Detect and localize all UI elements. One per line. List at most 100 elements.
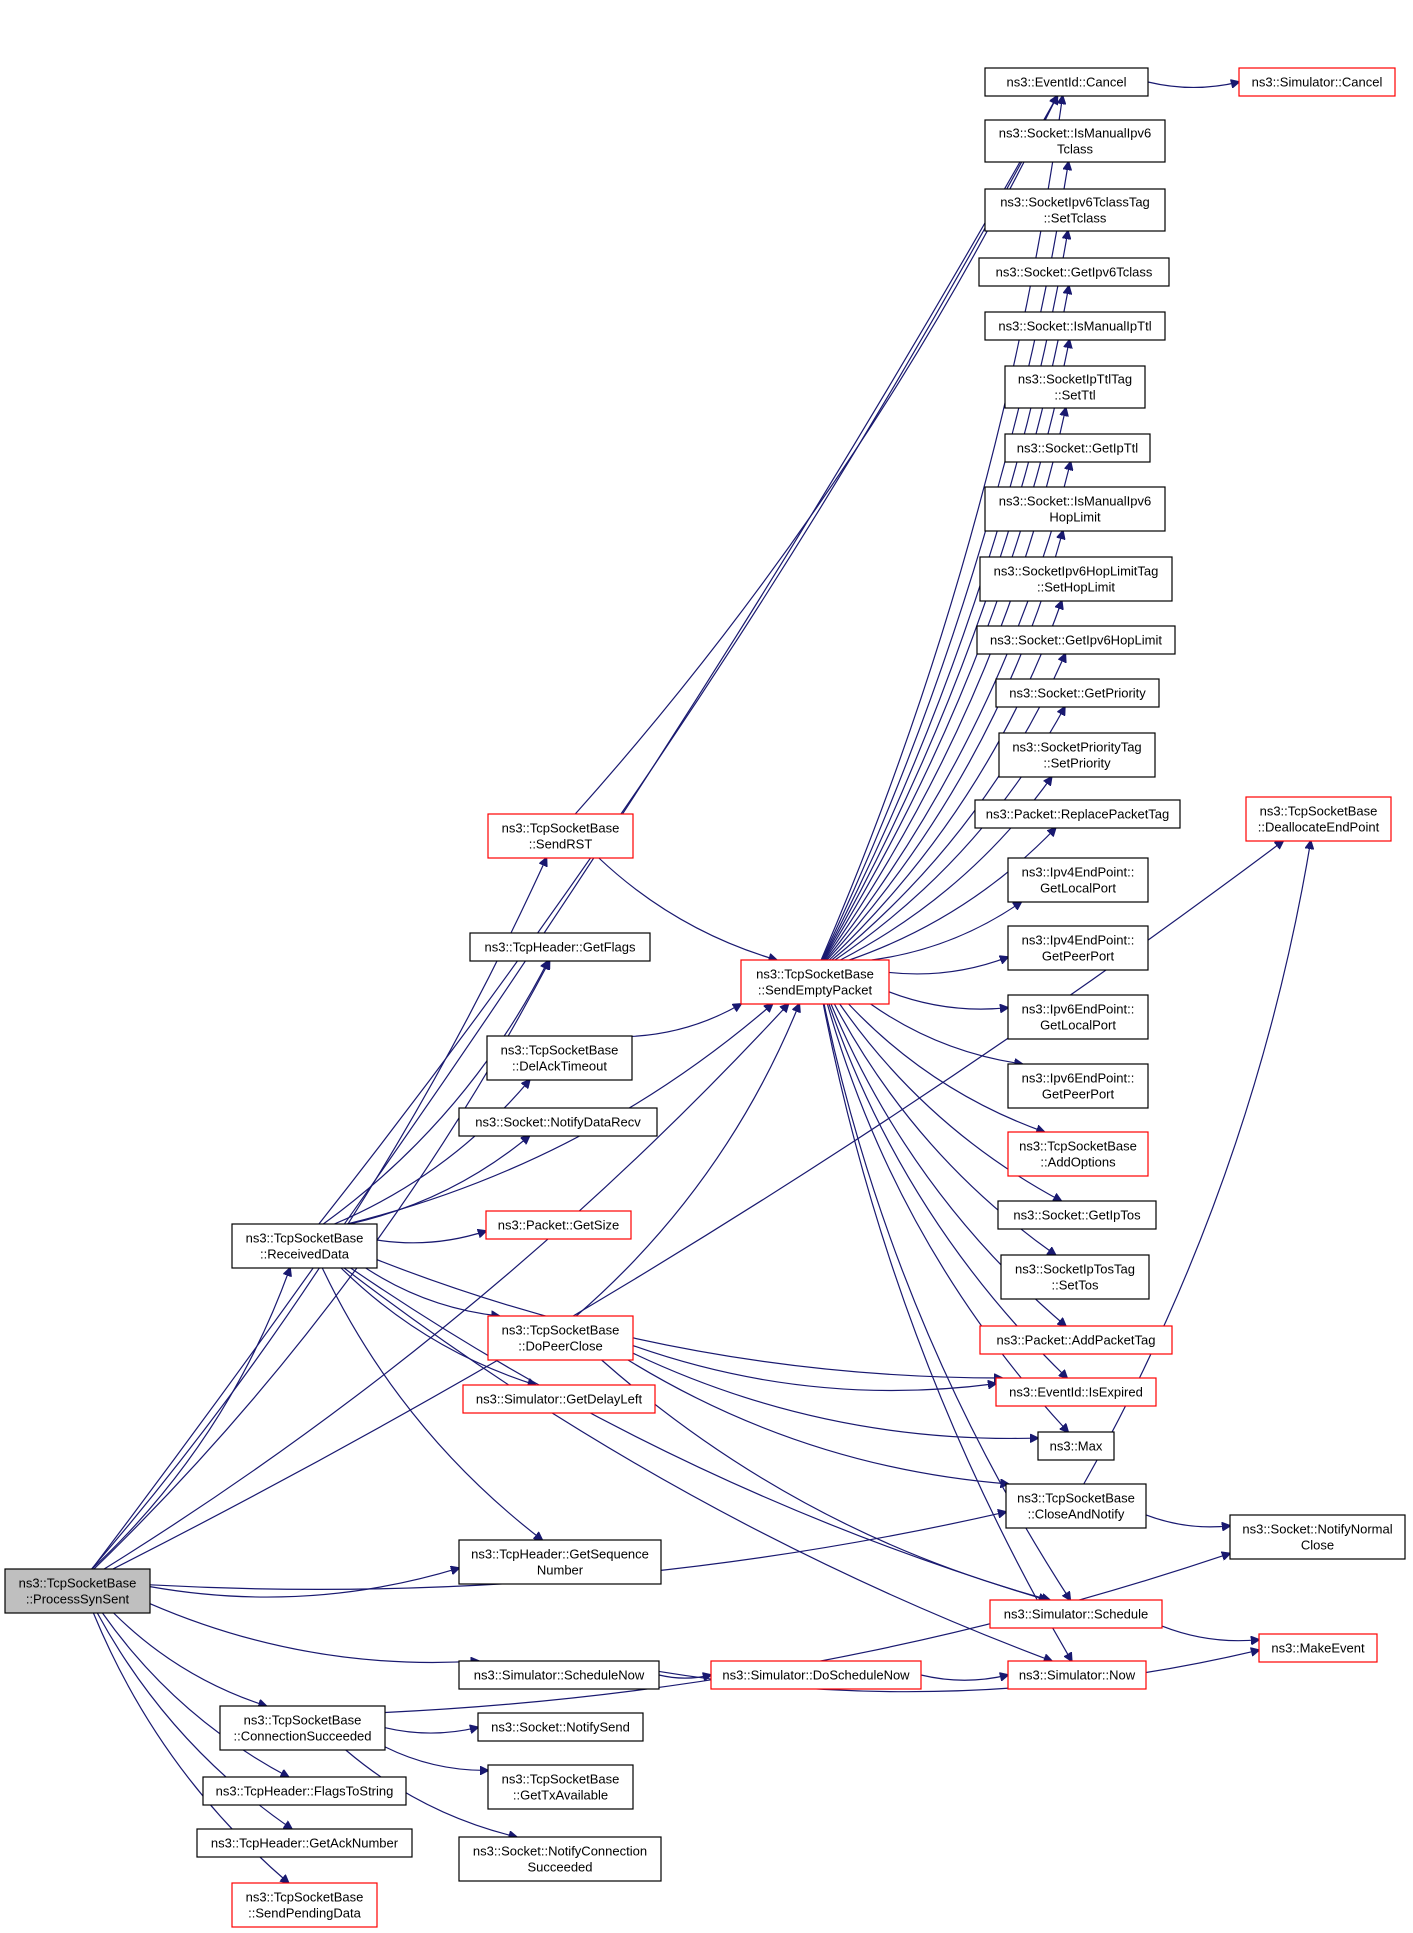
node-notifyRecv[interactable]: ns3::Socket::NotifyDataRecv xyxy=(458,1107,658,1137)
node-setTclass-label-0: ns3::SocketIpv6TclassTag xyxy=(1000,195,1150,210)
edge-root-to-getAck xyxy=(96,1612,292,1829)
node-cancel[interactable]: ns3::EventId::Cancel xyxy=(984,67,1149,97)
edge-receivedData-to-delAck xyxy=(334,1080,529,1225)
node-setTclass-label-1: ::SetTclass xyxy=(1044,211,1107,226)
node-closeNotify[interactable]: ns3::TcpSocketBase::CloseAndNotify xyxy=(1005,1483,1147,1529)
node-isExpired[interactable]: ns3::EventId::IsExpired xyxy=(995,1377,1157,1407)
node-doSchedNow-box xyxy=(710,1660,922,1690)
node-max-box xyxy=(1037,1431,1115,1461)
edge-sendEmpty-to-isExpired xyxy=(828,1003,1067,1378)
node-setPriority[interactable]: ns3::SocketPriorityTag::SetPriority xyxy=(998,732,1156,778)
edge-doSchedNow-to-now xyxy=(920,1675,1008,1680)
node-v4peer[interactable]: ns3::Ipv4EndPoint::GetPeerPort xyxy=(1007,925,1149,971)
node-getDelayLeft[interactable]: ns3::Simulator::GetDelayLeft xyxy=(462,1384,656,1414)
node-getIpTtl-box xyxy=(1004,433,1151,463)
node-getIpTos[interactable]: ns3::Socket::GetIpTos xyxy=(997,1200,1157,1230)
node-getSize-label-0: ns3::Packet::GetSize xyxy=(498,1218,619,1233)
node-getDelayLeft-label-0: ns3::Simulator::GetDelayLeft xyxy=(476,1392,643,1407)
node-notifyNormal-label-0: ns3::Socket::NotifyNormal xyxy=(1242,1522,1392,1537)
node-getAck-box xyxy=(196,1828,413,1858)
node-addOptions[interactable]: ns3::TcpSocketBase::AddOptions xyxy=(1007,1131,1149,1177)
edge-receivedData-to-getDelayLeft xyxy=(340,1267,536,1385)
node-delAck[interactable]: ns3::TcpSocketBase::DelAckTimeout xyxy=(486,1035,633,1081)
node-getTxAvail[interactable]: ns3::TcpSocketBase::GetTxAvailable xyxy=(487,1764,634,1810)
node-closeNotify-label-0: ns3::TcpSocketBase xyxy=(1017,1491,1135,1506)
node-setHopLimit[interactable]: ns3::SocketIpv6HopLimitTag::SetHopLimit xyxy=(979,556,1173,602)
node-receivedData[interactable]: ns3::TcpSocketBase::ReceivedData xyxy=(231,1223,378,1269)
node-setTtl[interactable]: ns3::SocketIpTtlTag::SetTtl xyxy=(1004,365,1146,409)
node-doSchedNow[interactable]: ns3::Simulator::DoScheduleNow xyxy=(710,1660,922,1690)
node-sendRST-label-0: ns3::TcpSocketBase xyxy=(502,821,620,836)
node-setTtl-label-0: ns3::SocketIpTtlTag xyxy=(1018,372,1132,387)
edge-doPeerClose-to-schedule xyxy=(601,1359,1050,1600)
node-getPriority[interactable]: ns3::Socket::GetPriority xyxy=(995,678,1160,708)
node-getIpv6Tc[interactable]: ns3::Socket::GetIpv6Tclass xyxy=(978,257,1170,287)
node-addTag[interactable]: ns3::Packet::AddPacketTag xyxy=(979,1325,1173,1355)
node-dealloc[interactable]: ns3::TcpSocketBase::DeallocateEndPoint xyxy=(1245,796,1392,842)
node-connSucc[interactable]: ns3::TcpSocketBase::ConnectionSucceeded xyxy=(219,1705,386,1751)
node-setTclass[interactable]: ns3::SocketIpv6TclassTag::SetTclass xyxy=(984,188,1166,232)
node-notifySend[interactable]: ns3::Socket::NotifySend xyxy=(477,1712,644,1742)
node-getIpv6HL[interactable]: ns3::Socket::GetIpv6HopLimit xyxy=(976,625,1176,655)
node-getIpv6Tc-box xyxy=(978,257,1170,287)
node-doPeerClose[interactable]: ns3::TcpSocketBase::DoPeerClose xyxy=(487,1315,634,1361)
node-setTtl-box xyxy=(1004,365,1146,409)
node-ismanipttl[interactable]: ns3::Socket::IsManualIpTtl xyxy=(984,311,1166,341)
node-isExpired-label-0: ns3::EventId::IsExpired xyxy=(1009,1385,1143,1400)
node-getPriority-label-0: ns3::Socket::GetPriority xyxy=(1009,686,1146,701)
node-makeEvent[interactable]: ns3::MakeEvent xyxy=(1258,1633,1378,1663)
node-schedule[interactable]: ns3::Simulator::Schedule xyxy=(989,1599,1163,1629)
node-getIpTtl-label-0: ns3::Socket::GetIpTtl xyxy=(1017,441,1138,456)
node-getFlags[interactable]: ns3::TcpHeader::GetFlags xyxy=(469,932,651,962)
edge-doPeerClose-to-isExpired xyxy=(632,1345,996,1392)
node-setTos[interactable]: ns3::SocketIpTosTag::SetTos xyxy=(1000,1254,1150,1300)
node-sendRST[interactable]: ns3::TcpSocketBase::SendRST xyxy=(487,813,634,859)
edge-sendEmpty-to-addOptions xyxy=(848,1003,1045,1132)
node-getDelayLeft-box xyxy=(462,1384,656,1414)
node-simcancel[interactable]: ns3::Simulator::Cancel xyxy=(1238,67,1396,97)
node-sendEmpty-label-1: ::SendEmptyPacket xyxy=(758,983,873,998)
edge-doPeerClose-to-closeNotify xyxy=(627,1359,1008,1484)
node-schedNow[interactable]: ns3::Simulator::ScheduleNow xyxy=(458,1660,660,1690)
node-sendPending[interactable]: ns3::TcpSocketBase::SendPendingData xyxy=(231,1882,378,1928)
node-sendEmpty-label-0: ns3::TcpSocketBase xyxy=(756,967,874,982)
node-now[interactable]: ns3::Simulator::Now xyxy=(1007,1660,1147,1690)
node-ismanipv6tc-box xyxy=(984,119,1166,163)
node-sendPending-box xyxy=(231,1882,378,1928)
node-addOptions-label-1: ::AddOptions xyxy=(1040,1155,1116,1170)
node-getPriority-box xyxy=(995,678,1160,708)
node-connSucc-box xyxy=(219,1705,386,1751)
node-ismanipv6tc-label-0: ns3::Socket::IsManualIpv6 xyxy=(999,126,1151,141)
node-root[interactable]: ns3::TcpSocketBase::ProcessSynSent xyxy=(4,1568,151,1614)
node-simcancel-label-0: ns3::Simulator::Cancel xyxy=(1252,75,1383,90)
edge-doPeerClose-to-max xyxy=(632,1352,1038,1438)
node-getIpv6Tc-label-0: ns3::Socket::GetIpv6Tclass xyxy=(996,265,1153,280)
node-v6local[interactable]: ns3::Ipv6EndPoint::GetLocalPort xyxy=(1007,994,1149,1040)
node-getAck[interactable]: ns3::TcpHeader::GetAckNumber xyxy=(196,1828,413,1858)
node-v6peer[interactable]: ns3::Ipv6EndPoint::GetPeerPort xyxy=(1007,1063,1149,1109)
node-simcancel-box xyxy=(1238,67,1396,97)
node-replaceTag[interactable]: ns3::Packet::ReplacePacketTag xyxy=(974,799,1181,829)
node-schedule-box xyxy=(989,1599,1163,1629)
node-now-label-0: ns3::Simulator::Now xyxy=(1019,1668,1136,1683)
node-sendEmpty[interactable]: ns3::TcpSocketBase::SendEmptyPacket xyxy=(740,959,890,1005)
node-addOptions-label-0: ns3::TcpSocketBase xyxy=(1019,1139,1137,1154)
node-cancel-label-0: ns3::EventId::Cancel xyxy=(1007,75,1127,90)
node-v4local-box xyxy=(1007,857,1149,903)
node-getSize[interactable]: ns3::Packet::GetSize xyxy=(485,1210,632,1240)
node-v4local[interactable]: ns3::Ipv4EndPoint::GetLocalPort xyxy=(1007,857,1149,903)
node-isExpired-box xyxy=(995,1377,1157,1407)
node-notifyRecv-box xyxy=(458,1107,658,1137)
node-flagsToStr[interactable]: ns3::TcpHeader::FlagsToString xyxy=(202,1776,407,1806)
edge-root-to-flagsToStr xyxy=(101,1612,288,1777)
node-getIpTtl[interactable]: ns3::Socket::GetIpTtl xyxy=(1004,433,1151,463)
edge-sendEmpty-to-v4peer xyxy=(888,957,1008,975)
node-root-label-0: ns3::TcpSocketBase xyxy=(19,1576,137,1591)
node-v6local-box xyxy=(1007,994,1149,1040)
node-max[interactable]: ns3::Max xyxy=(1037,1431,1115,1461)
